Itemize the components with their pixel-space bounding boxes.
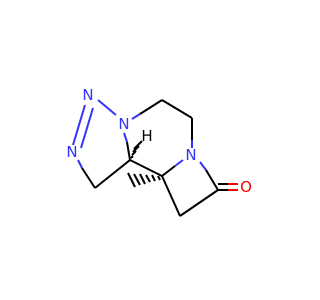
bond-n1-ch2top [139, 99, 163, 115]
bond-ch2top-ch2right [161, 99, 193, 119]
molecule-structure-diagram: N N N N O H [66, 86, 252, 217]
atom-n-lactam: N [185, 146, 196, 164]
hashed-wedge-h [130, 140, 143, 159]
bond-cq-n4 [161, 165, 176, 177]
atom-labels: N N N N O H [66, 86, 252, 196]
bond-ch2-ch [94, 159, 131, 189]
bond-n2-n1 [97, 99, 117, 116]
atom-o-carbonyl: O [240, 178, 252, 196]
atom-n-top: N [82, 86, 93, 104]
bond-n2-n3-double-b [80, 107, 94, 149]
bond-ch2bottom-co [179, 189, 219, 217]
bond-n2-n3-double-a [72, 104, 86, 146]
bond-cq-ch2bottom [161, 175, 181, 217]
atom-n-junction: N [118, 115, 129, 133]
hashed-wedge-methyl [127, 172, 161, 188]
bond-n3-ch2 [81, 167, 96, 189]
bond-co-n4-nseg [199, 161, 207, 171]
bond-cq-n4-nseg [174, 159, 184, 167]
bond-n1-ch [126, 141, 131, 161]
bond-n1-ch2top-nseg [131, 113, 141, 120]
bonds [72, 99, 238, 217]
bond-n1-ch-nseg [123, 132, 128, 143]
bond-co-n4 [205, 169, 219, 191]
atom-h-stereo: H [141, 127, 152, 145]
bond-n3-ch2-nseg [77, 159, 83, 169]
bond-ch-cq [129, 159, 163, 177]
atom-n-left: N [66, 143, 77, 161]
